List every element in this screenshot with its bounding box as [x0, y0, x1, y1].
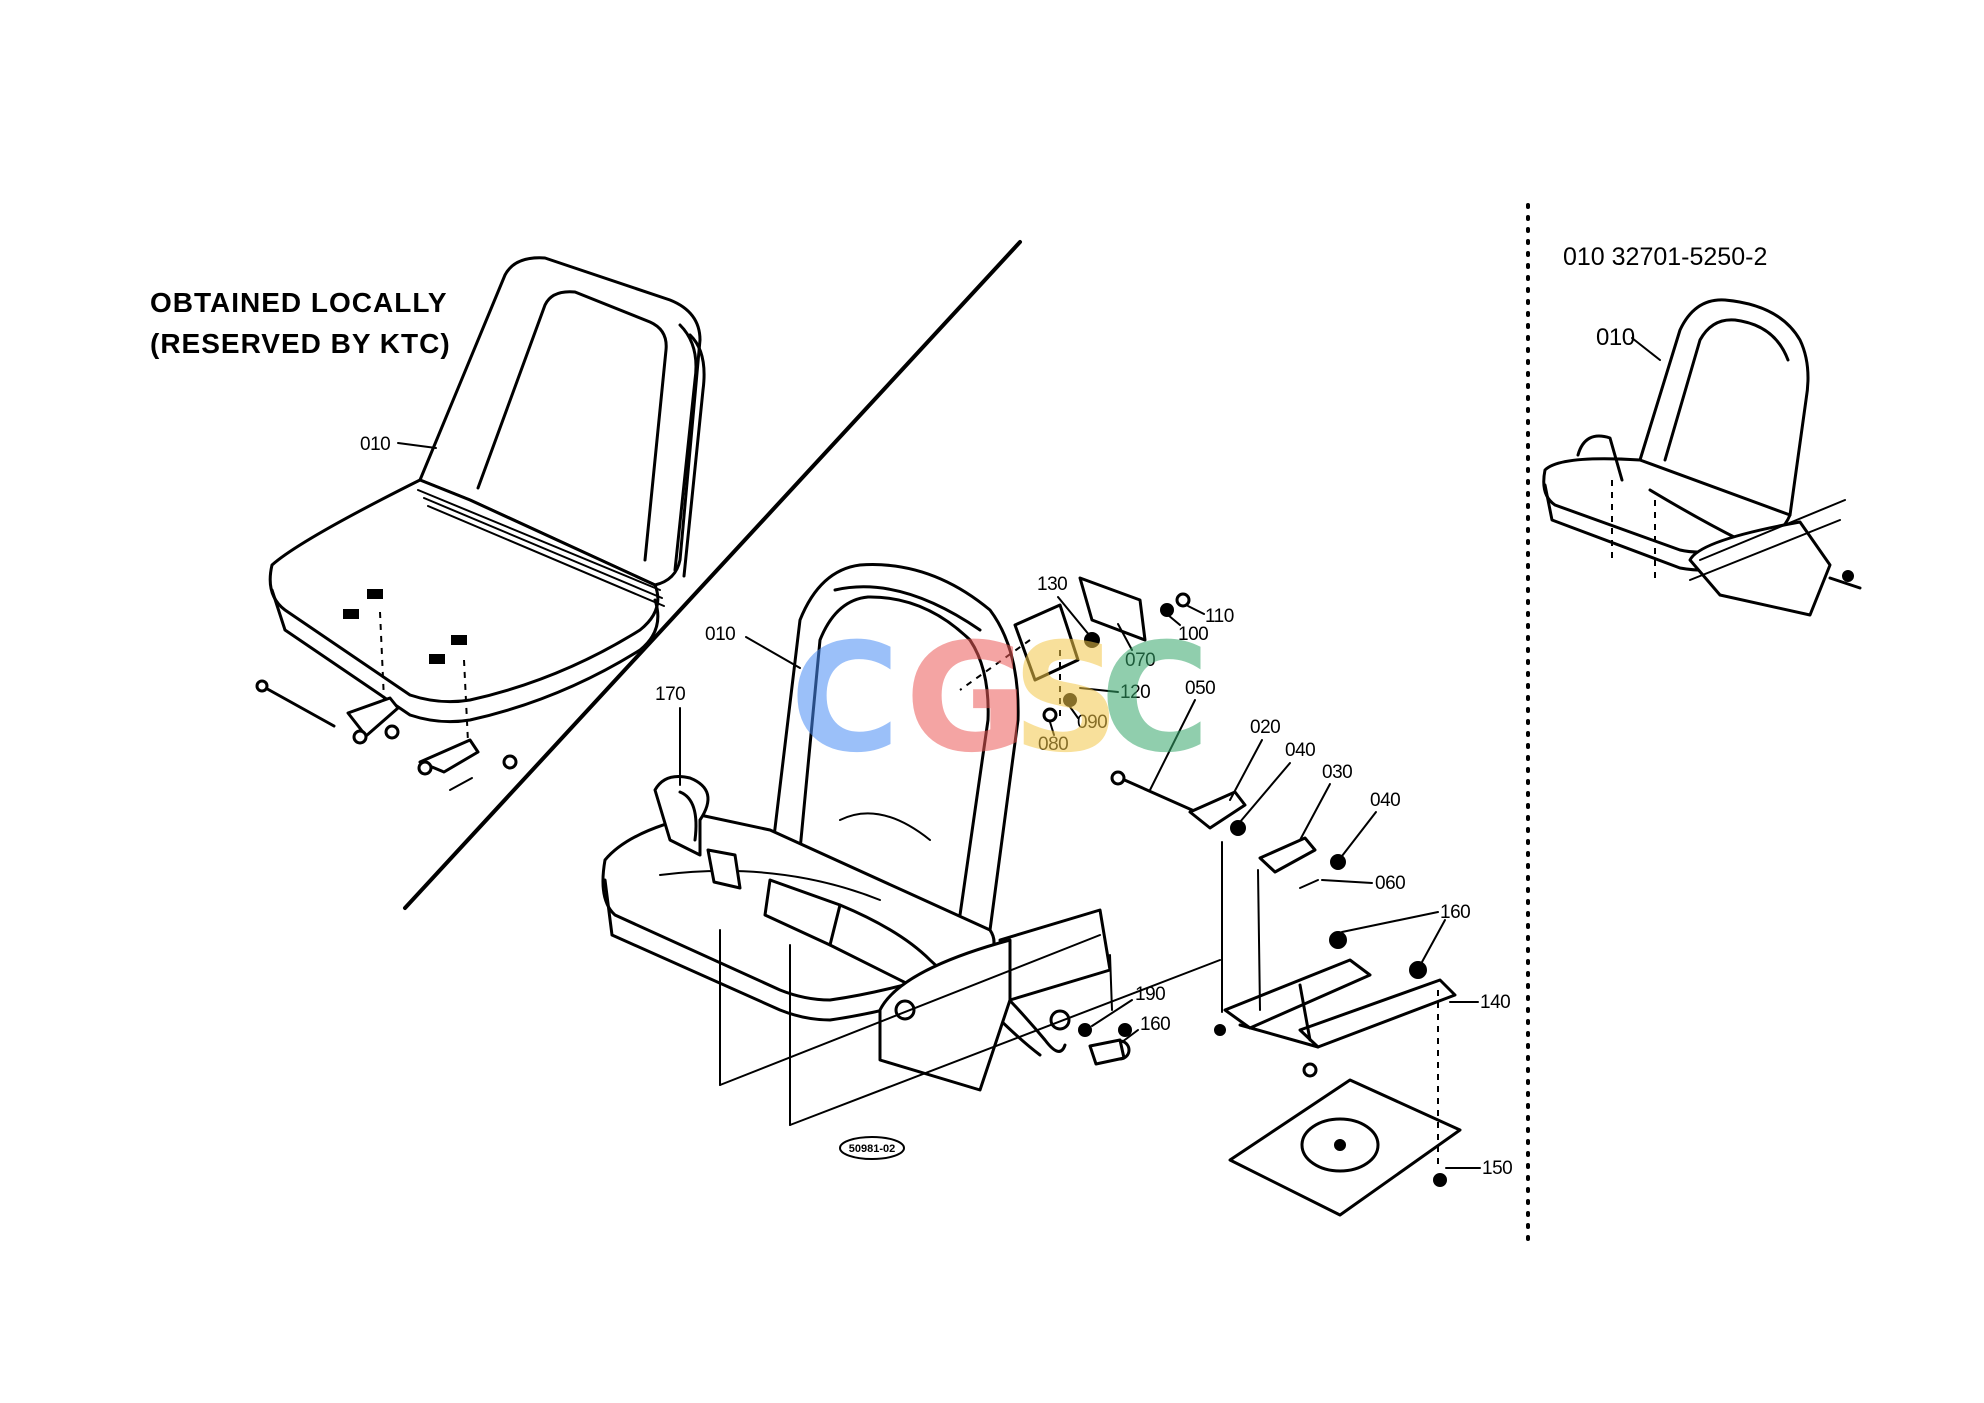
variant-header: 010 32701-5250-2 — [1563, 243, 1767, 271]
local-seat-back — [418, 256, 702, 587]
callout-150: 150 — [1482, 1158, 1512, 1179]
main-seat-back-panel — [798, 595, 990, 917]
note-line-2: (RESERVED BY KTC) — [150, 328, 451, 359]
reference-oval — [839, 1136, 905, 1160]
callout-100: 100 — [1178, 624, 1208, 645]
callout-170: 170 — [655, 684, 685, 705]
local-seat-back-panel — [476, 290, 668, 562]
callout-040-a: 040 — [1285, 740, 1315, 761]
watermark: C G S C — [790, 612, 1210, 786]
callout-120: 120 — [1120, 682, 1150, 703]
watermark-letter-3: S — [1012, 612, 1120, 786]
local-seat-group: OBTAINED LOCALLY (RESERVED BY KTC) 010 — [150, 256, 706, 791]
reference-code: 50981-02 — [849, 1143, 896, 1155]
callout-040-b: 040 — [1370, 790, 1400, 811]
diagonal-divider — [403, 240, 1022, 910]
callout-050: 050 — [1185, 678, 1215, 699]
callout-130: 130 — [1037, 574, 1067, 595]
callout-030: 030 — [1322, 762, 1352, 783]
variant-seat-back — [1638, 298, 1810, 517]
callout-080: 080 — [1038, 734, 1068, 755]
watermark-letter-4: C — [1100, 612, 1210, 786]
callout-010-main: 010 — [705, 624, 735, 645]
local-seat-cushion — [268, 478, 660, 704]
callout-160-b: 160 — [1140, 1014, 1170, 1035]
callout-190: 190 — [1135, 984, 1165, 1005]
variant-group: 010 32701-5250-2 010 — [1542, 243, 1862, 617]
watermark-letter-2: G — [905, 612, 1028, 786]
callout-160-a: 160 — [1440, 902, 1470, 923]
callout-070: 070 — [1125, 650, 1155, 671]
callout-060: 060 — [1375, 873, 1405, 894]
callout-110: 110 — [1205, 606, 1234, 627]
callout-010-variant: 010 — [1596, 324, 1635, 351]
watermark-letter-1: C — [790, 612, 900, 786]
callout-010-local: 010 — [360, 434, 390, 455]
callout-090: 090 — [1077, 712, 1107, 733]
callout-140: 140 — [1480, 992, 1510, 1013]
main-seat-group: 010 170 130 110 100 070 120 090 080 050 … — [601, 563, 1513, 1217]
note-line-1: OBTAINED LOCALLY — [150, 287, 448, 318]
callout-020: 020 — [1250, 717, 1280, 738]
